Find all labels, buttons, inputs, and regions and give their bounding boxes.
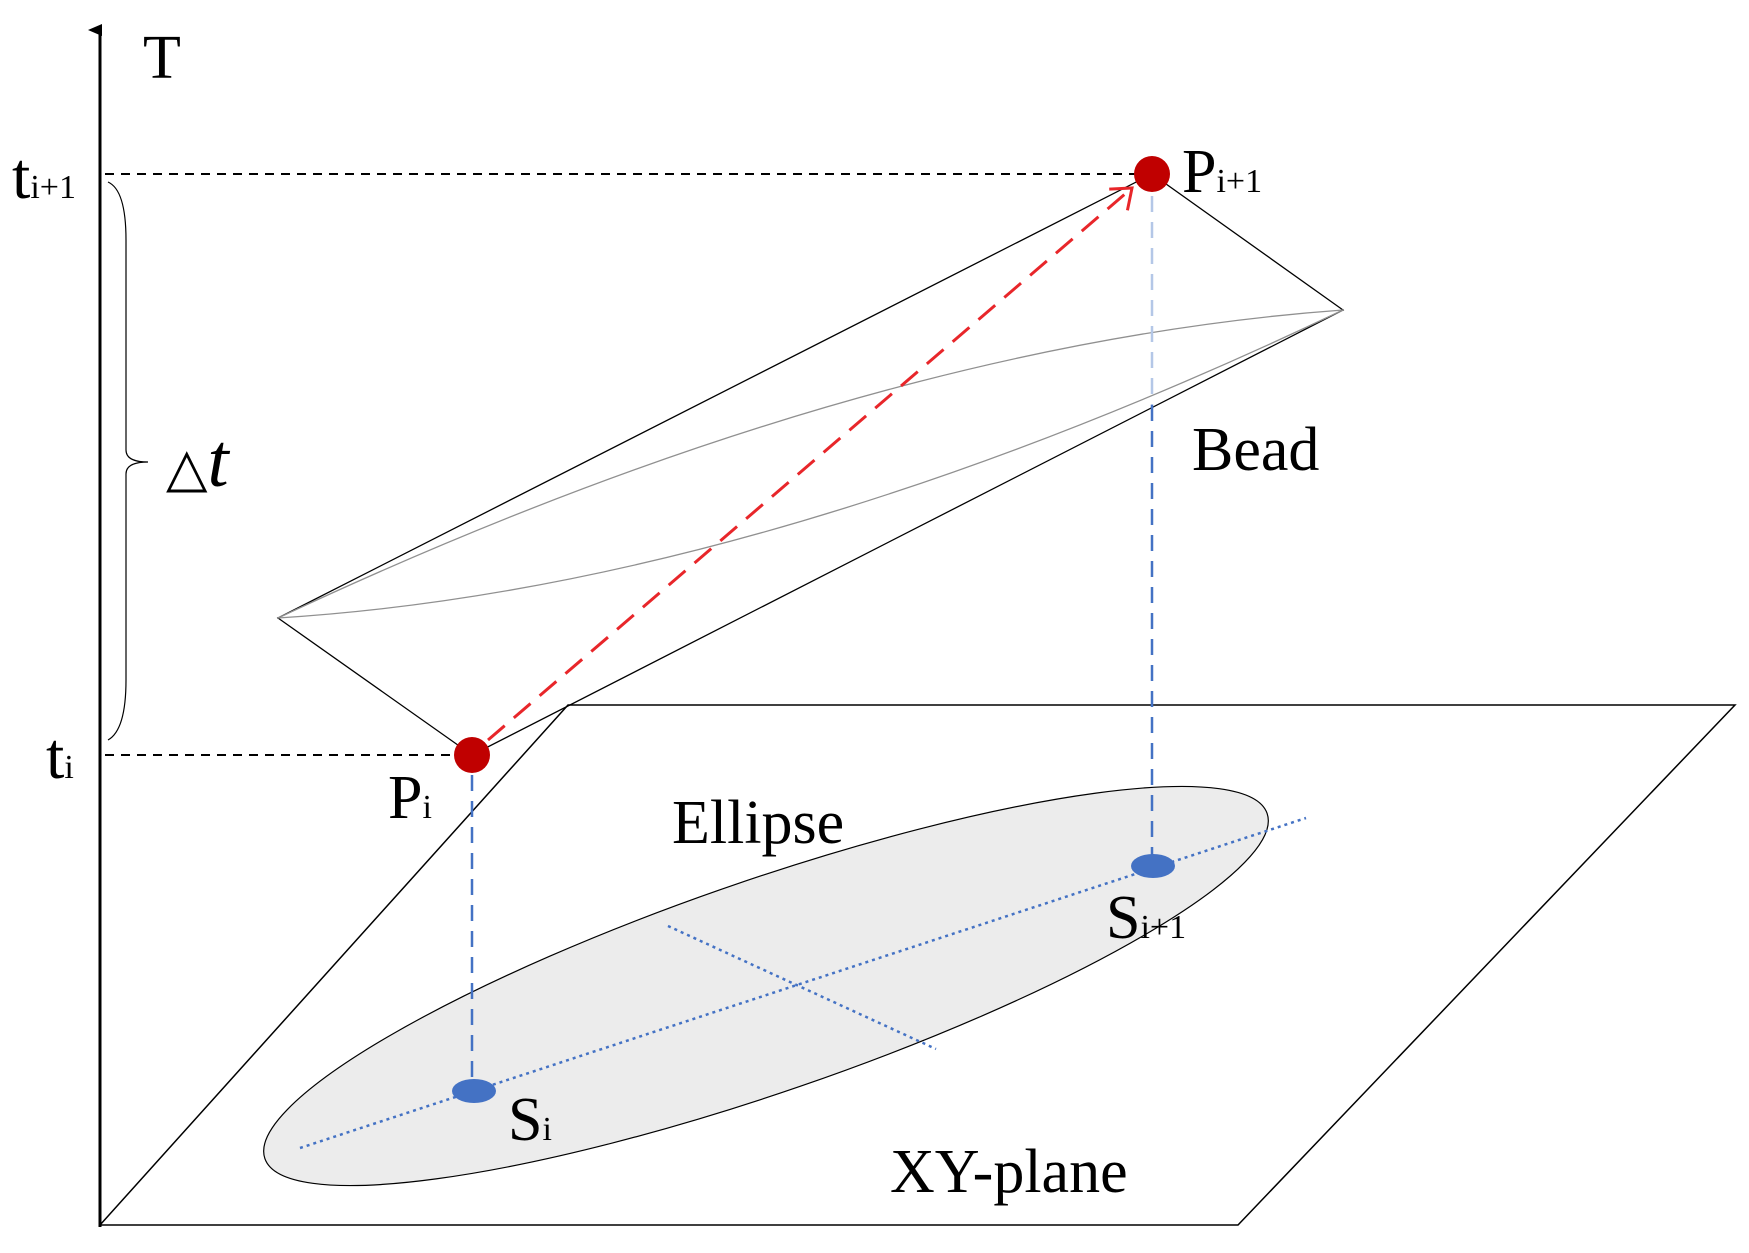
- ellipse-region: [263, 785, 1269, 1187]
- xy-plane-label: XY-plane: [890, 1138, 1128, 1206]
- bead-inner-curve-bottom: [277, 309, 1344, 619]
- point-p-i: [454, 737, 490, 773]
- bead-label: Bead: [1192, 416, 1319, 484]
- p-next-label: Pi+1: [1182, 138, 1262, 206]
- s-next-label: Si+1: [1106, 884, 1186, 952]
- ellipse-minor-axis: [667, 924, 937, 1051]
- point-p-next: [1134, 156, 1170, 192]
- delta-t-label: △t: [166, 419, 231, 503]
- t-next-label: ti+1: [12, 140, 76, 213]
- bead-inner-curve-top: [277, 309, 1344, 619]
- trajectory-vector: [487, 186, 1134, 742]
- t-i-label: ti: [46, 720, 74, 793]
- projection-s-next: [1131, 854, 1175, 878]
- ellipse-label: Ellipse: [672, 789, 844, 857]
- xy-plane: [98, 704, 1737, 1226]
- delta-t-brace: [107, 181, 149, 741]
- p-i-label: Pi: [388, 764, 432, 832]
- t-axis-label: T: [143, 24, 181, 92]
- projection-s-i: [452, 1079, 496, 1103]
- s-i-label: Si: [508, 1086, 552, 1154]
